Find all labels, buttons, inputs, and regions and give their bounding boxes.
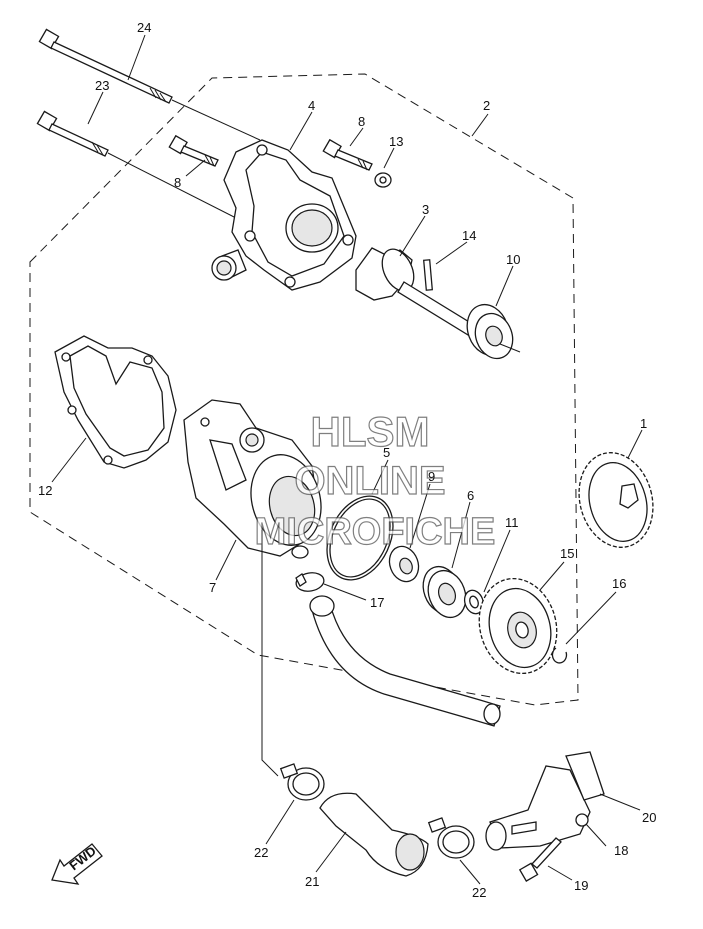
- callout-19: 19: [574, 878, 588, 893]
- part-8-bolt-right: [322, 138, 373, 171]
- callout-2: 2: [483, 98, 490, 113]
- callout-17: 17: [370, 595, 384, 610]
- callout-11: 11: [505, 515, 519, 530]
- part-23-bolt: [36, 110, 241, 221]
- callout-9: 9: [428, 469, 435, 484]
- callout-8-right: 8: [358, 114, 365, 129]
- hose-route-leader: [261, 530, 279, 777]
- callout-8-left: 8: [174, 175, 181, 190]
- part-1-gear: [578, 452, 654, 548]
- callout-23: 23: [95, 78, 109, 93]
- callout-6: 6: [467, 488, 474, 503]
- part-4-pump-cover: [211, 139, 357, 291]
- part-9-bearing: [388, 545, 420, 583]
- fwd-direction-arrow: FWD: [51, 843, 103, 885]
- part-12-gasket: [54, 335, 177, 469]
- part-15-gear: [478, 577, 558, 675]
- callout-7: 7: [209, 580, 216, 595]
- part-22-clamp-right: [427, 817, 475, 859]
- part-18-pipe: [485, 765, 591, 851]
- part-11-washer: [463, 589, 485, 615]
- callout-22-right: 22: [472, 885, 486, 900]
- part-6-bearing: [422, 565, 467, 619]
- watermark-line-1: HLSM: [311, 408, 430, 455]
- callout-16: 16: [612, 576, 626, 591]
- part-21-hose: [319, 792, 429, 877]
- callout-numbers: 1 2 3 4 5 6 7 8 8 9 10 11 12 13 14 15 16…: [38, 20, 656, 900]
- part-20-o-ring: [565, 751, 605, 801]
- part-17-clamp-and-hose: [295, 572, 501, 727]
- part-24-bolt: [38, 28, 261, 141]
- assembly-boundary: [29, 73, 579, 706]
- callout-1: 1: [640, 416, 647, 431]
- callout-21: 21: [305, 874, 319, 889]
- part-8-bolt-left: [168, 134, 219, 167]
- watermark-line-2: ONLINE: [294, 459, 445, 503]
- callout-13: 13: [389, 134, 403, 149]
- callout-14: 14: [462, 228, 476, 243]
- part-10-oil-seal: [466, 303, 521, 360]
- part-14-pin: [422, 259, 434, 291]
- callout-22-left: 22: [254, 845, 268, 860]
- part-22-clamp-left: [279, 763, 325, 801]
- callout-5: 5: [383, 445, 390, 460]
- callout-24: 24: [137, 20, 151, 35]
- callout-20: 20: [642, 810, 656, 825]
- callout-4: 4: [308, 98, 315, 113]
- watermark: HLSM ONLINE MICROFICHE: [254, 407, 496, 553]
- part-13-washer: [374, 172, 392, 188]
- part-5-o-ring: [326, 495, 394, 581]
- part-16-circlip: [551, 647, 568, 664]
- leader-lines: [51, 34, 643, 885]
- callout-12: 12: [38, 483, 52, 498]
- watermark-line-3: MICROFICHE: [255, 511, 496, 553]
- callout-18: 18: [614, 843, 628, 858]
- part-19-bolt: [518, 837, 562, 882]
- part-7-pump-housing: [183, 399, 322, 559]
- callout-15: 15: [560, 546, 574, 561]
- callout-10: 10: [506, 252, 520, 267]
- callout-3: 3: [422, 202, 429, 217]
